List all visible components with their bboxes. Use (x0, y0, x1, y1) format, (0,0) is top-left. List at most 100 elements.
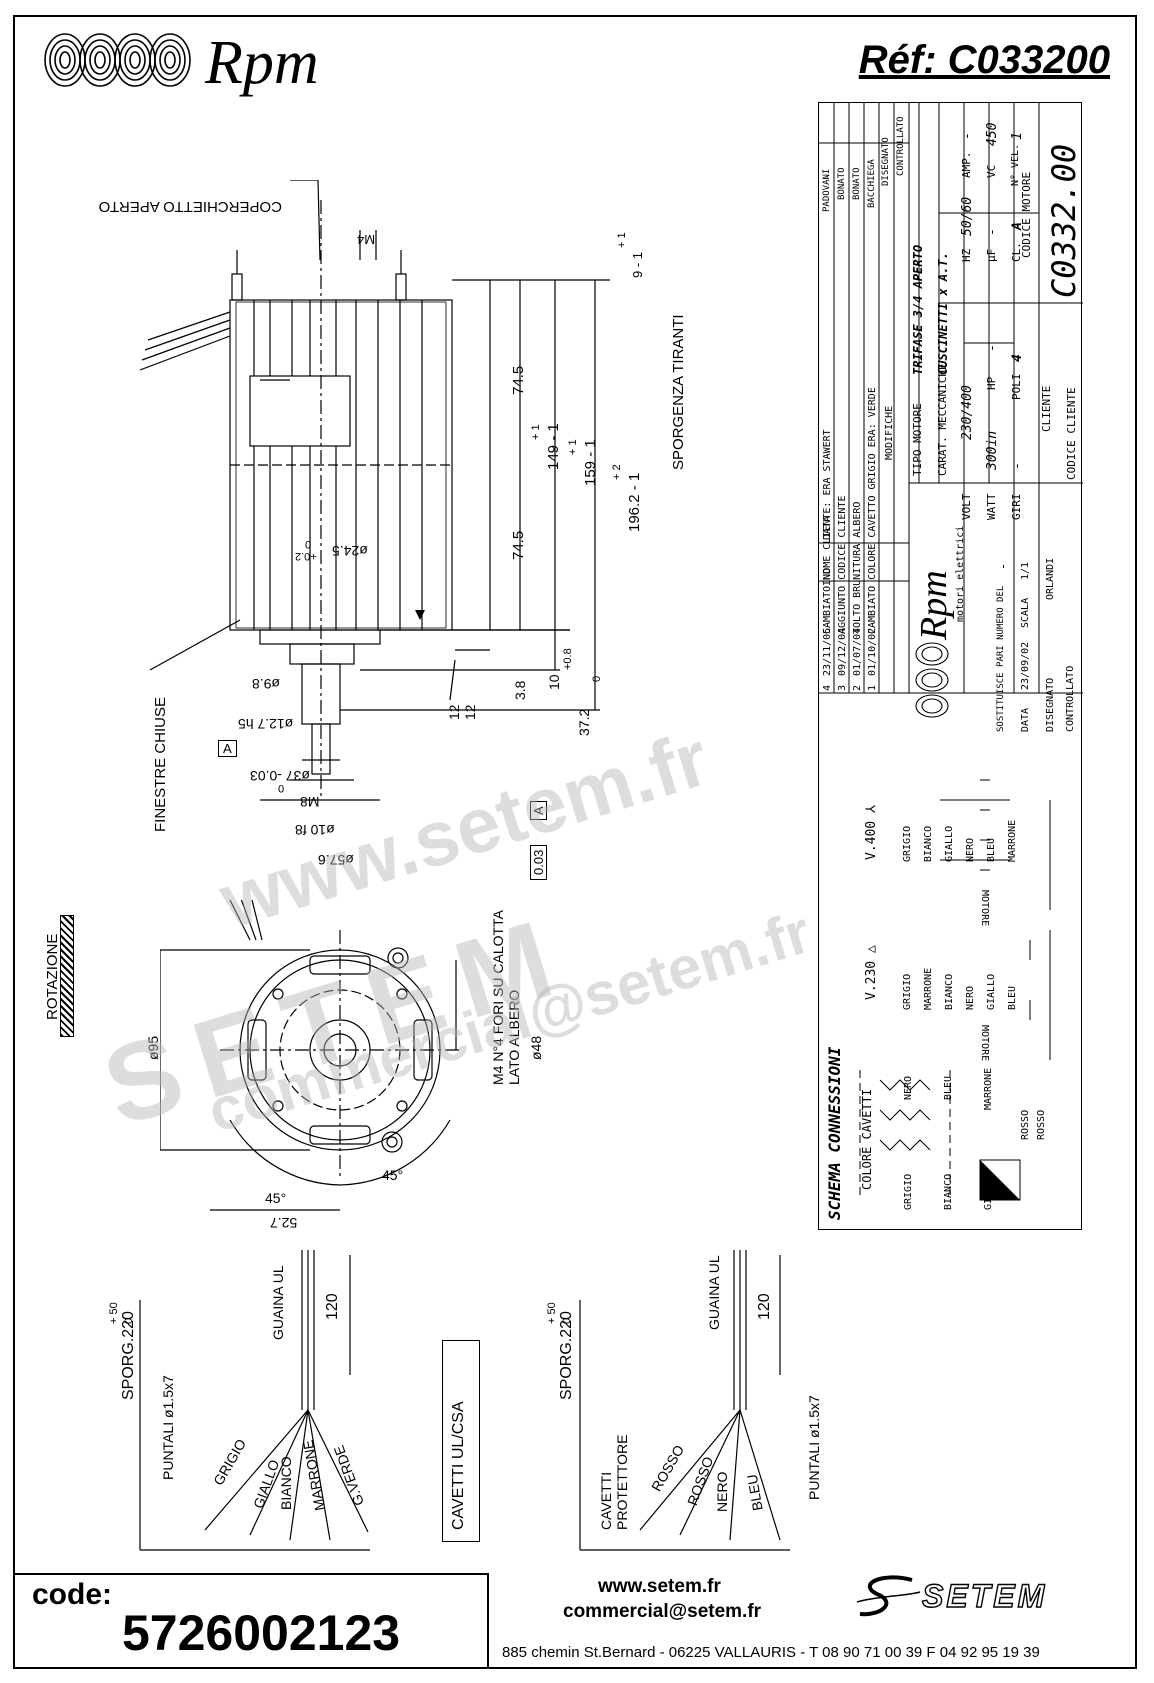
watt-value: 300in (985, 430, 1000, 470)
scala-label: SCALA (1020, 597, 1031, 628)
dim-9-tol: + 1 (616, 232, 628, 248)
drawing-frame (13, 15, 1137, 1669)
right-sporg-tol-zero: 0 (561, 1317, 573, 1324)
rev-3-no: 3 (837, 684, 848, 691)
wire-230-3: BIANCO (944, 973, 955, 1010)
hz-label: HZ (960, 248, 973, 262)
dim-37-2: 37.2 (576, 708, 592, 736)
dim-159-tol: + 1 (567, 439, 579, 455)
wire-230-6: BLEU (1007, 985, 1018, 1010)
rev-2-no: 2 (852, 684, 863, 691)
poli-label: POLI (1010, 373, 1023, 401)
uf-value: - (985, 228, 1000, 236)
right-sporg-tol-plus: + 50 (546, 1302, 558, 1324)
dim-74-5-top: 74.5 (510, 365, 527, 395)
dim-37-2-tol: 0 (591, 675, 603, 682)
wire-400-2: BIANCO (923, 825, 934, 862)
finestre-label: FINESTRE CHIUSE (152, 696, 169, 832)
tipo-motore-label: TIPO MOTORE (911, 403, 924, 476)
title-block (818, 102, 1083, 1230)
wire-230-2: MARRONE (923, 967, 934, 1010)
watt-label: WATT (985, 493, 998, 521)
rev-1-by: BACCHIEGA (867, 159, 877, 208)
rev-header-drawn: DISEGNATO (881, 137, 891, 186)
rev-4-text: CAMBIATO NOME CLIENTE: ERA STAWERT (822, 429, 833, 634)
carat-label: CARAT. MECCANICHE (936, 363, 949, 476)
left-length-label: 120 (324, 1293, 341, 1320)
rev-2-by: BONATO (852, 167, 862, 200)
rev-4-by: PADOVANI (822, 168, 832, 212)
dim-12-a: 12 (446, 704, 462, 720)
left-sporg-tol-zero: 0 (123, 1317, 135, 1324)
right-protettore-label: CAVETTI PROTETTORE (598, 1434, 630, 1530)
reference-number: Réf: C033200 (858, 38, 1110, 82)
rpm-logo-text: Rpm (205, 29, 319, 97)
rev-4-no: 4 (822, 684, 833, 691)
right-sporg-label: SPORG.220 (558, 1311, 575, 1400)
m4-label: M4 (357, 232, 376, 247)
sostituisce-value: - (996, 562, 1010, 570)
dim-24-5: ø24.5 (332, 543, 368, 559)
dim-3-8: 3.8 (512, 680, 528, 700)
wire-400-5: BLEU (986, 837, 997, 862)
v400-label: V.400 ⅄ (864, 805, 879, 860)
wire-230-1: GRIGIO (902, 973, 913, 1010)
vc-label: VC (985, 164, 998, 178)
disegnato-label: DISEGNATO (1045, 677, 1056, 732)
v230-label: V.230 △ (864, 945, 879, 1000)
left-guaina-label: GUAINA UL (270, 1265, 286, 1340)
left-sporg-tol-plus: + 50 (108, 1302, 120, 1324)
dim-12-b: 12 (462, 704, 478, 720)
wire-left-7: ROSSO (1020, 1109, 1031, 1140)
rev-2-date: 01/07/04 (852, 627, 863, 676)
footer-website: www.setem.fr (598, 1576, 721, 1597)
cavetti-ul-csa-box (442, 1340, 480, 1542)
data-value: 23/09/02 (1020, 641, 1031, 690)
data-label: DATA (1020, 707, 1031, 732)
footer-email: commercial@setem.fr (563, 1601, 762, 1622)
volt-value: 230/400 (960, 385, 975, 440)
schema-connessioni-label: SCHEMA CONNESSIONI (825, 1046, 844, 1220)
dim-196: 196.2 - 1 (626, 472, 643, 532)
hp-value: - (985, 344, 1000, 352)
wire-left-1: GRIGIO (903, 1173, 914, 1210)
coperchietto-label: COPERCHIETTO APERTO (98, 198, 282, 215)
wire-400-6: MARRONE (1007, 819, 1018, 862)
wire-400-3: GIALLO (944, 825, 955, 862)
colore-cavetti-label: COLORE CAVETTI (860, 1088, 874, 1190)
title-block-rpm-coil (915, 642, 949, 718)
wire-230-5: GIALLO (986, 973, 997, 1010)
cable-assemblies (139, 1250, 790, 1551)
rotazione-bar (60, 915, 74, 1037)
dim-12-7: ø12.7 h5 (238, 716, 294, 732)
uf-label: µF (985, 248, 998, 262)
wire-400-1: GRIGIO (902, 825, 913, 862)
giri-value: - (1010, 462, 1025, 470)
wire-left-8: ROSSO (1036, 1109, 1047, 1140)
rev-1-text: CAMBIATO COLORE CAVETTO GRIGIO ERA: VERD… (867, 387, 878, 634)
rev-3-by: BONATO (837, 167, 847, 200)
dim-196-tol: + 2 (611, 464, 623, 480)
rev-header-checked: CONTROLLATO (896, 116, 906, 176)
giri-label: GIRI (1010, 493, 1023, 521)
right-puntali-label: PUNTALI ø1.5x7 (806, 1395, 822, 1500)
rev-3-date: 09/12/04 (837, 627, 848, 676)
motore-230-label: MOTORE (979, 1025, 990, 1062)
wire-400-4: NERO (965, 837, 976, 862)
poli-value: 4 (1010, 354, 1025, 362)
dim-9-8: ø9.8 (252, 676, 281, 692)
rev-1-no: 1 (867, 684, 878, 691)
dim-10: 10 (546, 674, 562, 690)
rev-header-text: MODIFICHE (884, 405, 895, 460)
angle-45-left: 45° (265, 1190, 287, 1206)
left-sporg-label: SPORG.220 (120, 1311, 137, 1400)
rotazione-label: ROTAZIONE (44, 933, 61, 1020)
wire-left-2: NERO (903, 1075, 914, 1100)
codice-cliente-label: CODICE CLIENTE (1065, 387, 1078, 480)
carat-value: CUSCINETTI x A.T. (936, 252, 950, 375)
hz-value: 50/60 (960, 196, 975, 236)
dim-149: 149 - 1 (545, 423, 562, 470)
nvel-value: 1 (1010, 132, 1025, 140)
wire-230-4: NERO (965, 985, 976, 1010)
vc-value: 450 (985, 122, 1000, 146)
